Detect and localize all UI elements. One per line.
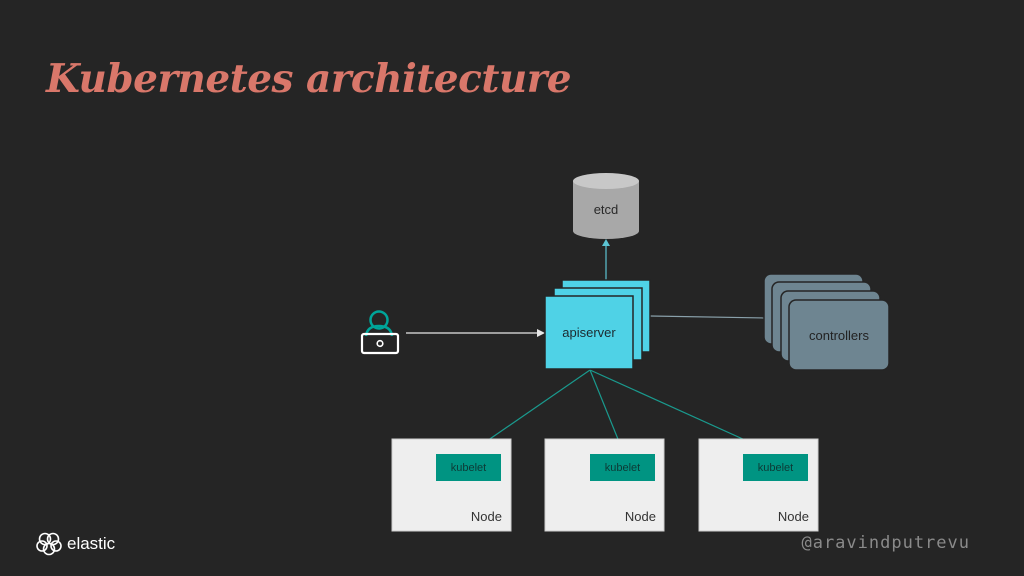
node-1-kubelet — [436, 454, 501, 481]
etcd-label: etcd — [594, 202, 619, 217]
elastic-logo-text: elastic — [67, 534, 116, 553]
controllers-box-front — [788, 299, 890, 371]
etcd-database: etcd — [573, 173, 639, 239]
slide-title: Kubernetes architecture — [46, 56, 572, 102]
apiserver-stack: apiserver — [544, 279, 651, 370]
node-1: kubelet Node — [391, 438, 512, 532]
node-3-kubelet-label: kubelet — [758, 462, 793, 474]
author-handle: @aravindputrevu — [801, 533, 970, 553]
controllers-stack: controllers — [763, 273, 890, 371]
node-1-label: Node — [471, 509, 502, 524]
elastic-logo-icon — [36, 532, 62, 556]
connector-apiserver-controllers — [649, 315, 767, 319]
apiserver-label: apiserver — [562, 325, 616, 340]
node-2-label: Node — [625, 509, 656, 524]
node-3-label: Node — [778, 509, 809, 524]
node-3: kubelet Node — [698, 438, 819, 532]
node-1-kubelet-label: kubelet — [451, 462, 486, 474]
user-laptop-icon — [360, 310, 400, 355]
arrow-user-apiserver — [406, 329, 545, 337]
node-2-kubelet — [590, 454, 655, 481]
arrow-apiserver-etcd — [602, 239, 610, 280]
controllers-label: controllers — [809, 328, 869, 343]
node-2: kubelet Node — [544, 438, 665, 532]
node-3-kubelet — [743, 454, 808, 481]
elastic-logo: elastic — [36, 530, 115, 558]
node-2-kubelet-label: kubelet — [605, 462, 640, 474]
apiserver-box-front — [544, 295, 634, 370]
